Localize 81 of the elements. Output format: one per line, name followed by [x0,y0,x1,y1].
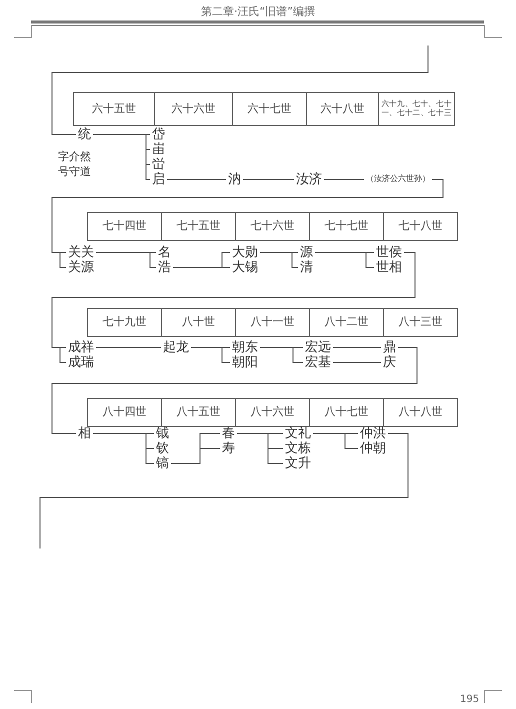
generation-cell: 六十五世 [73,92,155,126]
generation-cell: 六十六世 [154,92,233,126]
person-name: 大勋 [232,246,258,258]
generation-cell: 七十八世 [383,212,458,241]
person-name: 启 [152,172,165,186]
connector-line [190,347,230,363]
person-name: 钦 [156,442,169,454]
person-name: 镐 [156,456,169,470]
person-name: 名 [158,246,171,258]
connector-line [96,347,162,348]
person-name: 文栋 [285,442,311,454]
person-name: 清 [300,260,313,274]
person-name: 春 [222,426,235,440]
connector-line [170,448,220,464]
person-name: 世侯 [376,246,402,258]
person-name: 仲朝 [360,442,386,454]
person-name: 峀 [152,142,165,156]
person-name: 汭 [228,172,241,186]
person-name: 朝东 [232,340,258,354]
connector-line [172,267,230,268]
connector-line [52,179,444,268]
person-name: 成瑞 [68,356,94,368]
connector-line [40,433,408,549]
connector-line [92,433,154,464]
generation-cell: 七十七世 [309,212,384,241]
generation-cell: 八十六世 [235,398,310,427]
person-name: 文礼 [285,426,311,440]
person-name: 浩 [158,260,171,274]
person-name: 成祥 [68,340,94,354]
generation-cell: 七十五世 [161,212,236,241]
person-name: 汝济 [296,172,322,186]
connector-line [236,433,284,464]
person-name: 关关 [68,246,94,258]
person-name: 鼎 [383,340,396,354]
person-name: 宏基 [305,356,331,368]
connector-line [314,252,374,268]
connector-line [242,179,294,180]
name-note: 字介然号守道 [58,150,92,180]
connector-line [96,252,156,268]
connector-line [332,347,382,348]
generation-cell: 七十九世 [87,308,162,337]
connector-line [52,45,428,135]
connector-line [92,134,150,180]
person-name: 源 [300,246,313,258]
person-name: 仲洪 [360,426,386,440]
person-name: 朝阳 [232,356,258,368]
person-name: 大锡 [232,260,258,274]
connector-line [166,179,226,180]
generation-cell: 八十四世 [87,398,162,427]
person-name: 相 [78,426,91,440]
person-name: 起龙 [163,340,189,354]
person-name: 文升 [285,456,311,470]
person-name: 寿 [222,442,235,454]
generation-cell: 六十八世 [306,92,379,126]
lineage-note: （汝济公六世孙） [366,175,430,183]
person-name: 世相 [376,260,402,274]
person-name: 庆 [383,356,396,368]
page-number: 195 [460,695,480,705]
person-name: 钺 [156,426,169,440]
person-name: 统 [78,128,91,140]
connector-line [332,362,382,363]
generation-cell: 八十七世 [309,398,384,427]
generation-cell: 七十六世 [235,212,310,241]
connector-line [312,433,358,449]
person-name: 岱 [152,128,165,140]
generation-cell: 七十四世 [87,212,162,241]
generation-cell: 八十世 [161,308,236,337]
generation-cell: 六十七世 [232,92,307,126]
connector-line [260,347,304,363]
generation-cell: 八十一世 [235,308,310,337]
running-header: 第二章·汪氏“旧谱”编撰 [201,6,315,17]
person-name: 宏远 [305,340,331,354]
generation-cell: 八十五世 [161,398,236,427]
generation-cell: 八十八世 [383,398,458,427]
connector-line [324,179,364,180]
person-name: 关源 [68,260,94,274]
person-name: 峃 [152,158,165,170]
connector-line [52,347,418,434]
connector-line [260,252,298,268]
generation-cell: 八十三世 [383,308,458,337]
generation-cell: 八十二世 [309,308,384,337]
